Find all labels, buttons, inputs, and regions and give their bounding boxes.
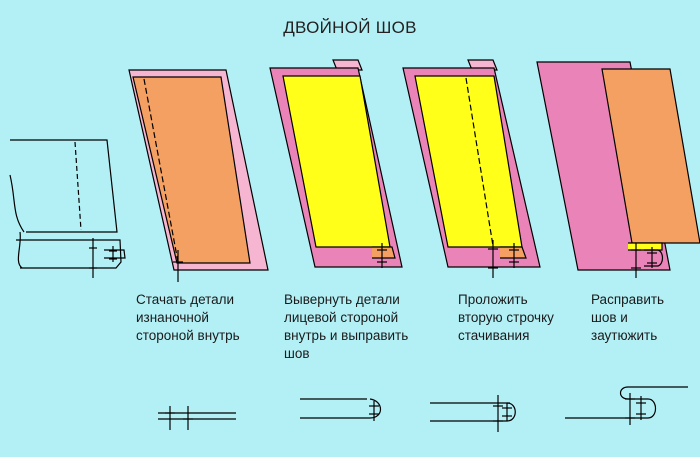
step-4-caption: Расправить шов и заутюжить bbox=[591, 292, 665, 343]
seam-section-3 bbox=[430, 395, 516, 432]
seam-section-1 bbox=[158, 406, 236, 430]
step-3-caption: Проложить вторую строчку стачивания bbox=[458, 292, 554, 343]
seam-section-4 bbox=[565, 386, 688, 425]
step-1-caption: Стачать детали изнаночной стороной внутр… bbox=[136, 292, 240, 343]
step-2-caption: Вывернуть детали лицевой стороной внутрь… bbox=[284, 292, 409, 361]
fabric-edge-sketch bbox=[9, 139, 126, 278]
diagram-title: ДВОЙНОЙ ШОВ bbox=[283, 18, 417, 37]
seam-section-2 bbox=[300, 398, 382, 421]
step-4-illustration bbox=[536, 61, 700, 278]
step-1-illustration bbox=[128, 69, 269, 282]
step-2-illustration bbox=[269, 59, 403, 268]
step-3-illustration bbox=[402, 59, 541, 278]
